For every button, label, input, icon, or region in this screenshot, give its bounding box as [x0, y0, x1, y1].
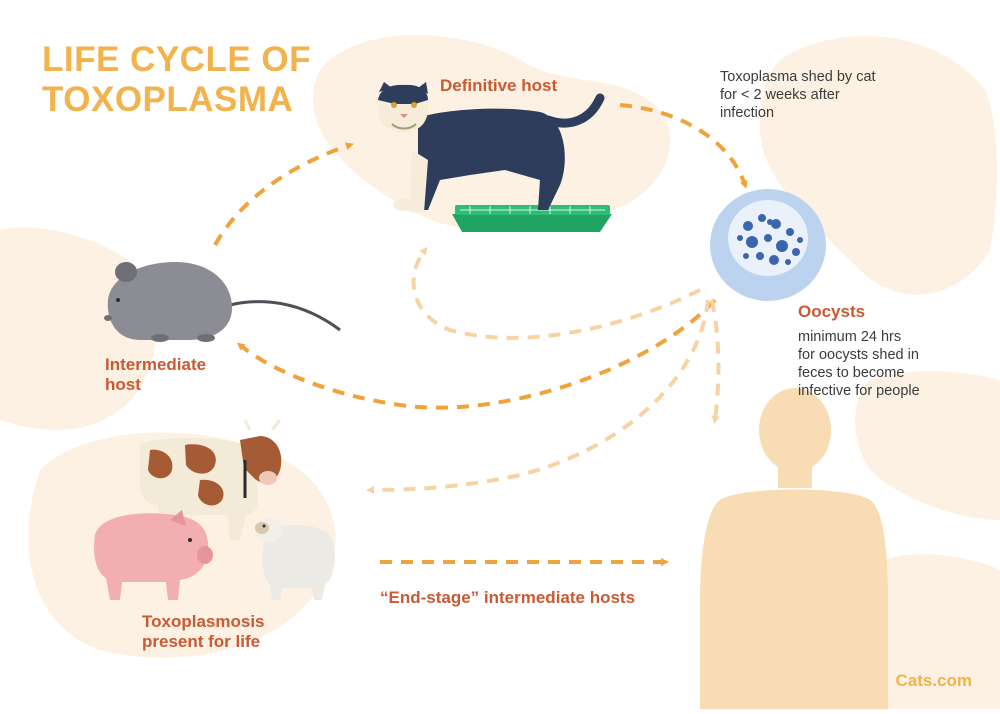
arrow-oocysts-to-human	[710, 299, 721, 424]
definitive-host-label: Definitive host	[440, 76, 558, 95]
livestock-note-line-2: present for life	[142, 632, 261, 651]
cat-shedding-note: Toxoplasma shed by cat for < 2 weeks aft…	[720, 68, 920, 122]
oocysts-note-line-3: feces to become	[798, 365, 905, 381]
oocysts-note-line-2: for oocysts shed in	[798, 347, 919, 363]
arrow-oocysts-to-cat-return	[411, 246, 701, 340]
cat-icon	[378, 82, 605, 212]
oocyst-icon	[710, 189, 826, 301]
livestock-note-line-1: Toxoplasmosis	[142, 612, 265, 631]
livestock-note: Toxoplasmosis present for life	[142, 612, 265, 652]
intermediate-host-line-1: Intermediate	[105, 355, 207, 374]
arrow-oocysts-to-mouse	[236, 298, 717, 410]
arrow-mouse-to-cat	[213, 142, 354, 246]
cat-note-line-3: infection	[720, 105, 775, 121]
sheep-icon	[254, 518, 335, 600]
cat-note-line-1: Toxoplasma shed by cat	[720, 69, 876, 85]
litter-box-icon	[452, 205, 612, 232]
arrow-oocysts-to-livestock	[366, 299, 710, 494]
blob-right-mid	[855, 371, 1000, 520]
cat-note-line-2: for < 2 weeks after	[720, 87, 840, 103]
pig-icon	[94, 510, 213, 600]
arrows	[213, 103, 748, 566]
human-silhouette-icon	[700, 388, 888, 709]
oocysts-note: minimum 24 hrs for oocysts shed in feces…	[798, 328, 988, 400]
end-stage-hosts-label: “End-stage” intermediate hosts	[380, 588, 636, 607]
oocysts-note-line-1: minimum 24 hrs	[798, 329, 902, 345]
intermediate-host-label: Intermediate host	[105, 355, 206, 395]
oocysts-note-line-4: infective for people	[798, 383, 920, 399]
page-title: LIFE CYCLE OF TOXOPLASMA	[42, 40, 342, 120]
intermediate-host-line-2: host	[105, 375, 141, 394]
oocysts-label: Oocysts	[798, 302, 866, 321]
mouse-icon	[104, 262, 341, 342]
brand-logo: Cats.com	[895, 671, 972, 690]
title-line-1: LIFE CYCLE OF	[42, 40, 311, 79]
title-line-2: TOXOPLASMA	[42, 80, 294, 119]
